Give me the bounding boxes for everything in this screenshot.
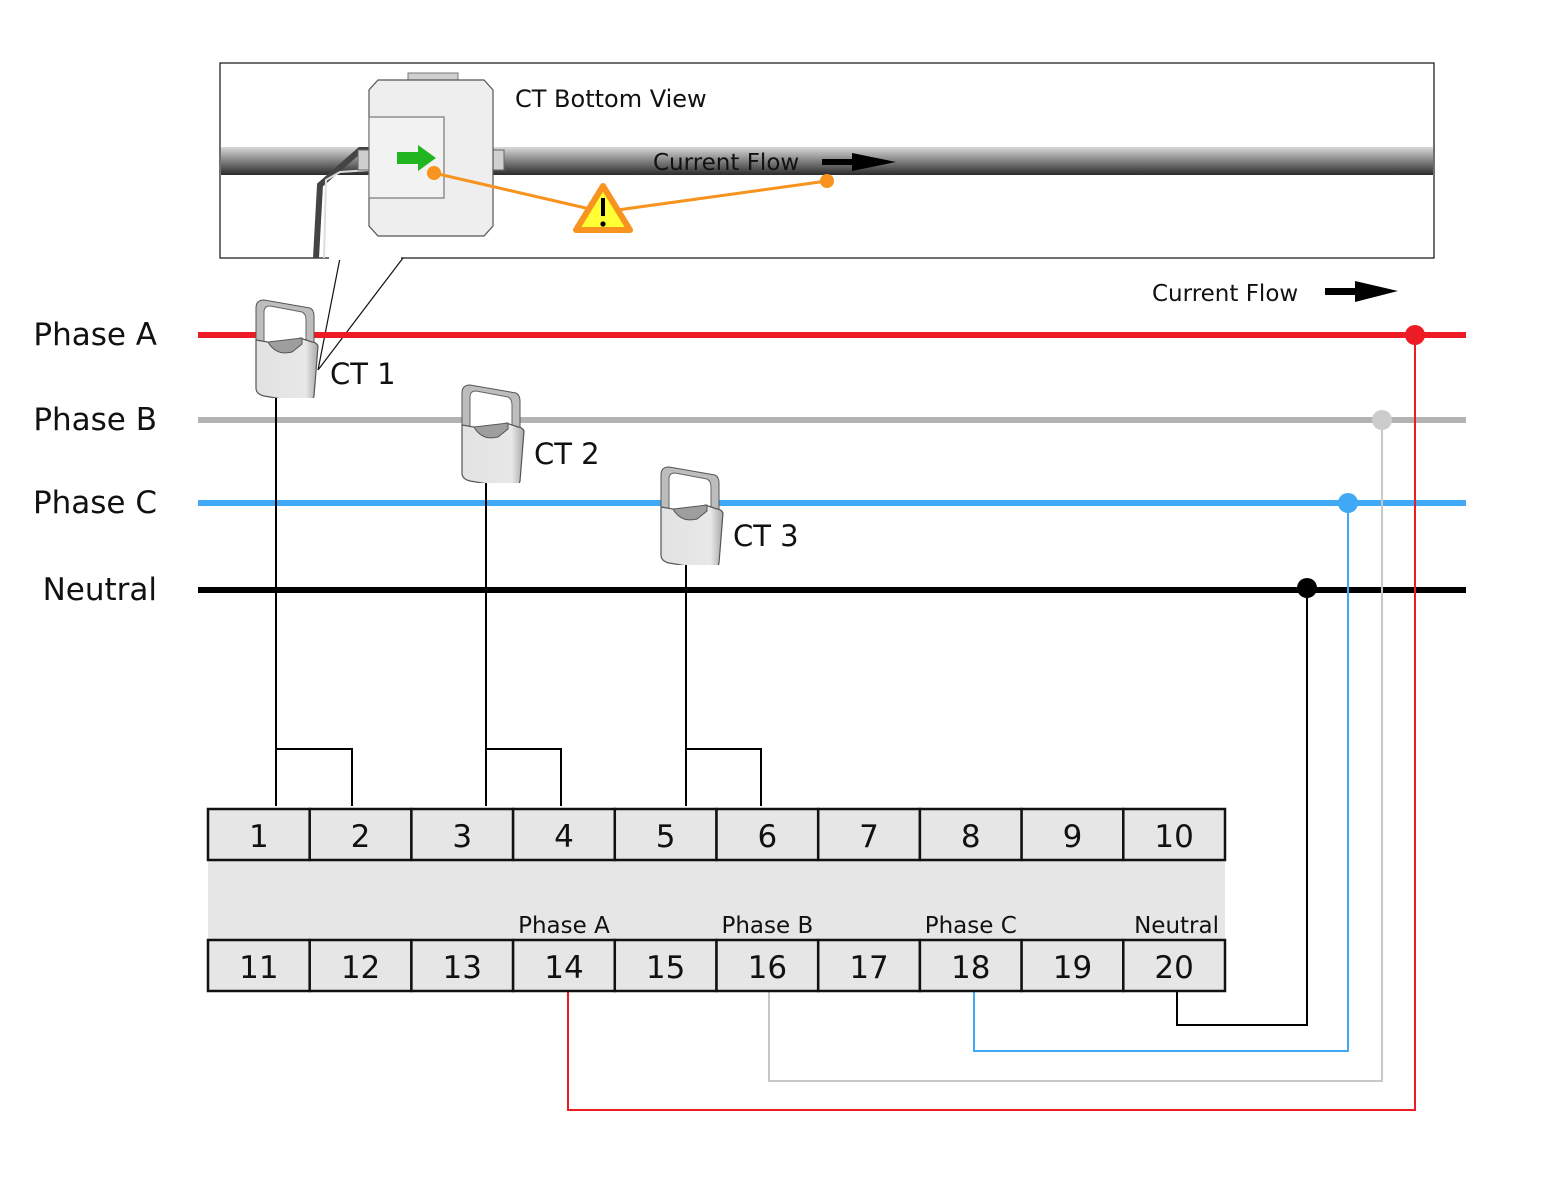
arrow-right-icon (1325, 281, 1398, 302)
tap-dot-phase-b (1372, 410, 1392, 430)
terminal-number: 15 (646, 950, 685, 986)
terminal-7: 7 (816, 807, 922, 862)
terminal-3: 3 (410, 807, 515, 862)
terminal-number: 10 (1154, 819, 1193, 855)
conductor-label: Phase A (33, 317, 157, 353)
tap-wire-phase-a (567, 335, 1416, 1111)
terminal-number: 4 (554, 819, 574, 855)
tap-wire-phase-c (973, 503, 1349, 1052)
terminal-15: 15 (613, 938, 718, 993)
terminal-label: Phase C (925, 913, 1017, 939)
ct-1: CT 1 (255, 299, 396, 398)
ct-clamp-icon (255, 299, 319, 398)
conductor-phase-c: Phase C (33, 485, 1466, 521)
terminal-14: 14 (511, 938, 617, 993)
terminal-16: 16 (715, 938, 820, 993)
tap-wire-phase-b (768, 420, 1383, 1082)
conductor-label: Phase B (33, 402, 157, 438)
terminal-12: 12 (308, 938, 413, 993)
terminal-11: 11 (206, 938, 311, 993)
terminal-number: 17 (849, 950, 888, 986)
ct-label: CT 3 (733, 519, 799, 553)
terminal-5: 5 (613, 807, 718, 862)
terminal-2: 2 (308, 807, 413, 862)
ct-3: CT 3 (660, 466, 799, 565)
inset-flow-arrow-icon (822, 153, 896, 171)
terminal-number: 3 (452, 819, 472, 855)
terminal-17: 17 (816, 938, 922, 993)
conductor-phase-a: Phase A (33, 317, 1466, 353)
inset-title: CT Bottom View (515, 85, 707, 113)
terminal-label: Phase B (721, 913, 813, 939)
terminal-4: 4 (511, 807, 617, 862)
callout-pointer (317, 257, 404, 371)
terminal-number: 20 (1154, 950, 1193, 986)
terminal-number: 19 (1053, 950, 1092, 986)
callout-dot (427, 166, 441, 180)
tap-dot-neutral (1297, 578, 1317, 598)
tap-dots (1297, 325, 1425, 598)
ct-bottom-view-inset: CT Bottom View Current Flow (219, 62, 1435, 259)
terminal-number: 16 (748, 950, 787, 986)
ct-lead-wires (275, 388, 762, 806)
conductor-phase-b: Phase B (33, 402, 1466, 438)
terminal-number: 5 (656, 819, 676, 855)
terminal-1: 1 (206, 807, 311, 862)
terminal-8: 8 (918, 807, 1023, 862)
terminal-number: 9 (1063, 819, 1083, 855)
terminal-9: 9 (1020, 807, 1125, 862)
ct-label: CT 2 (534, 437, 600, 471)
terminal-10: 10 (1122, 807, 1227, 862)
ct-clamp-icon (461, 384, 525, 483)
conductor-label: Phase C (33, 485, 157, 521)
voltage-tap-wires (567, 335, 1416, 1111)
tap-wire-neutral (1176, 588, 1308, 1026)
terminal-number: 12 (341, 950, 380, 986)
terminal-6: 6 (715, 807, 820, 862)
terminal-number: 6 (757, 819, 777, 855)
tap-dot-phase-a (1405, 325, 1425, 345)
terminal-label: Phase A (518, 913, 610, 939)
ct-2: CT 2 (461, 384, 600, 483)
terminal-number: 2 (351, 819, 371, 855)
callout-dot (820, 174, 834, 188)
conductor-neutral: Neutral (43, 572, 1466, 608)
green-arrow-right-icon (397, 145, 436, 171)
terminal-number: 11 (239, 950, 278, 986)
terminal-number: 18 (951, 950, 990, 986)
legend-current-flow-label: Current Flow (1152, 281, 1298, 307)
conductor-label: Neutral (43, 572, 157, 608)
ct-clamp-icon (660, 466, 724, 565)
ct-label: CT 1 (330, 357, 396, 391)
terminal-number: 13 (443, 950, 482, 986)
terminal-number: 7 (859, 819, 879, 855)
terminal-19: 19 (1020, 938, 1125, 993)
terminal-number: 8 (961, 819, 981, 855)
terminal-18: 18 (918, 938, 1023, 993)
tap-dot-phase-c (1338, 493, 1358, 513)
terminal-number: 1 (249, 819, 269, 855)
terminal-number: 14 (544, 950, 583, 986)
terminal-13: 13 (410, 938, 515, 993)
warning-triangle-icon (573, 183, 633, 233)
inset-current-flow-label: Current Flow (653, 150, 799, 176)
terminal-20: 20 (1122, 938, 1227, 993)
terminal-label: Neutral (1134, 913, 1219, 939)
